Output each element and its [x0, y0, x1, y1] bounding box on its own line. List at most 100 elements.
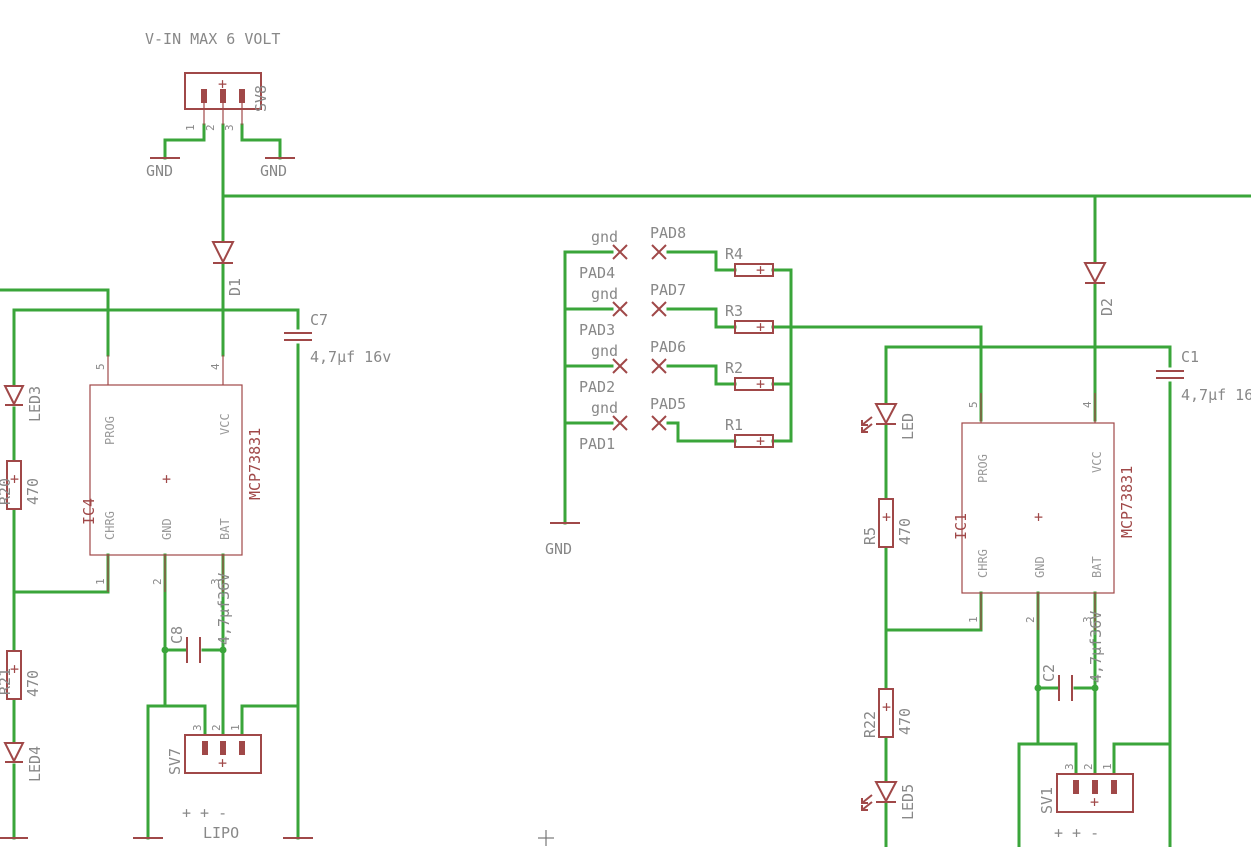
- c2-value: 4,7µf36V: [1087, 611, 1105, 683]
- r21-value: 470: [24, 670, 42, 697]
- sv8-pin1: 1: [184, 124, 197, 131]
- pad6-label: PAD6: [650, 338, 686, 356]
- svg-text:+: +: [882, 508, 891, 526]
- c2-label: C2: [1040, 664, 1058, 682]
- resistor-r20[interactable]: + R20 470: [0, 460, 42, 510]
- svg-text:1: 1: [1101, 763, 1114, 770]
- led-led3[interactable]: LED3: [3, 385, 44, 422]
- d2-label: D2: [1098, 298, 1116, 316]
- svg-text:+: +: [882, 698, 891, 716]
- resistor-r22[interactable]: + R22 470: [861, 688, 914, 738]
- svg-text:1: 1: [229, 724, 242, 731]
- wire-sv8-gnd-right: [240, 123, 282, 160]
- svg-text:4: 4: [1081, 401, 1094, 408]
- svg-text:+: +: [756, 318, 765, 336]
- svg-text:3: 3: [209, 578, 222, 585]
- ic1-pin-bat: BAT: [1090, 556, 1104, 578]
- title-text: V-IN MAX 6 VOLT: [145, 30, 280, 48]
- svg-text:GND: GND: [545, 540, 572, 558]
- wire-ic4-gnd-down: [146, 553, 167, 840]
- r22-label: R22: [861, 711, 879, 738]
- resistor-r2[interactable]: + R2: [725, 359, 774, 393]
- junction-dot: [161, 646, 169, 654]
- wire-pad7-r3: [666, 307, 737, 329]
- capacitor-c7[interactable]: C7 4,7µf 16v: [284, 311, 391, 366]
- ic-ic1[interactable]: 5 4 1 2 3 PROG VCC CHRG GND BAT + IC1 MC…: [952, 393, 1136, 630]
- svg-text:2: 2: [1082, 763, 1095, 770]
- wire-pad8-r4: [666, 250, 737, 272]
- capacitor-c2[interactable]: C2 4,7µf36V: [1040, 611, 1105, 701]
- pad4-label: PAD4: [579, 264, 615, 282]
- svg-text:+: +: [218, 754, 227, 772]
- led-led5[interactable]: LED5: [861, 781, 917, 820]
- pad3-label: PAD3: [579, 321, 615, 339]
- resistor-r1[interactable]: + R1: [725, 416, 774, 450]
- svg-text:GND: GND: [146, 162, 173, 180]
- svg-text:3: 3: [1063, 763, 1076, 770]
- resistor-r5[interactable]: + R5 470: [861, 498, 914, 548]
- wire-pad6-r2: [666, 364, 737, 386]
- led5-label: LED5: [899, 784, 917, 820]
- ic1-pin-gnd: GND: [1033, 556, 1047, 578]
- ic4-pin-gnd: GND: [160, 518, 174, 540]
- resistor-r4[interactable]: + R4: [725, 245, 774, 279]
- led-led[interactable]: LED: [861, 403, 917, 440]
- connector-sv8[interactable]: + 1 2 3 SV8: [184, 72, 270, 131]
- wire-bus-to-ic1-prog: [789, 325, 983, 422]
- svg-text:+: +: [1034, 508, 1043, 526]
- r21-label: R21: [0, 668, 14, 695]
- sv8-pin3: 3: [223, 124, 236, 131]
- r20-value: 470: [24, 478, 42, 505]
- sv1-name: SV1: [1038, 787, 1056, 814]
- pad1-gnd: gnd: [591, 399, 618, 417]
- ic4-part: MCP73831: [246, 428, 264, 500]
- ic1-pin-prog: PROG: [976, 454, 990, 483]
- pad4-gnd: gnd: [591, 228, 618, 246]
- pad2-label: PAD2: [579, 378, 615, 396]
- ic-ic4[interactable]: 5 4 1 2 3 PROG VCC CHRG GND BAT + IC4 MC…: [80, 355, 264, 592]
- connector-sv7[interactable]: + 3 2 1 SV7 + + - LIPO: [166, 724, 262, 842]
- ic1-pin-chrg: CHRG: [976, 549, 990, 578]
- pad3-gnd: gnd: [591, 285, 618, 303]
- diode-d2[interactable]: D2: [1083, 262, 1116, 316]
- led-led4[interactable]: LED4: [3, 742, 44, 782]
- svg-text:4: 4: [209, 363, 222, 370]
- wire-chrg-ic1: [884, 591, 983, 632]
- r5-label: R5: [861, 527, 879, 545]
- svg-text:GND: GND: [260, 162, 287, 180]
- capacitor-c1[interactable]: C1 4,7µf 16v: [1156, 348, 1251, 404]
- junction-dot: [1034, 684, 1042, 692]
- resistor-r21[interactable]: + R21 470: [0, 650, 42, 700]
- pad8-label: PAD8: [650, 224, 686, 242]
- sv7-name: SV7: [166, 748, 184, 775]
- svg-text:2: 2: [1024, 616, 1037, 623]
- junction-dot: [1091, 684, 1099, 692]
- r1-label: R1: [725, 416, 743, 434]
- capacitor-c8[interactable]: C8 4,7µf36V: [168, 573, 233, 663]
- pad-x-marks: [612, 244, 667, 431]
- pad2-gnd: gnd: [591, 342, 618, 360]
- pad-group[interactable]: gnd gnd gnd gnd PAD4 PAD3 PAD2 PAD1 PAD8…: [579, 224, 686, 453]
- svg-text:+: +: [1090, 793, 1099, 811]
- ic4-pin-bat: BAT: [218, 518, 232, 540]
- led3-label: LED3: [26, 386, 44, 422]
- resistor-r3[interactable]: + R3: [725, 302, 774, 336]
- sv7-polarity: + + -: [182, 804, 227, 822]
- led-label: LED: [899, 413, 917, 440]
- wire-resistor-bus: [771, 268, 793, 443]
- led4-label: LED4: [26, 746, 44, 782]
- ic1-pin-vcc: VCC: [1090, 451, 1104, 473]
- ic1-name: IC1: [952, 513, 970, 540]
- ic4-name: IC4: [80, 498, 98, 525]
- r22-value: 470: [896, 708, 914, 735]
- d1-label: D1: [226, 278, 244, 296]
- svg-text:2: 2: [151, 578, 164, 585]
- junctions: [161, 646, 1099, 692]
- connector-sv1[interactable]: + 3 2 1 SV1 + + -: [1038, 763, 1134, 842]
- gnd-symbol-pads: GND: [545, 522, 580, 558]
- r3-label: R3: [725, 302, 743, 320]
- svg-text:+: +: [756, 375, 765, 393]
- diode-d1[interactable]: D1: [211, 241, 244, 296]
- wire-prog-ic4: [0, 288, 110, 357]
